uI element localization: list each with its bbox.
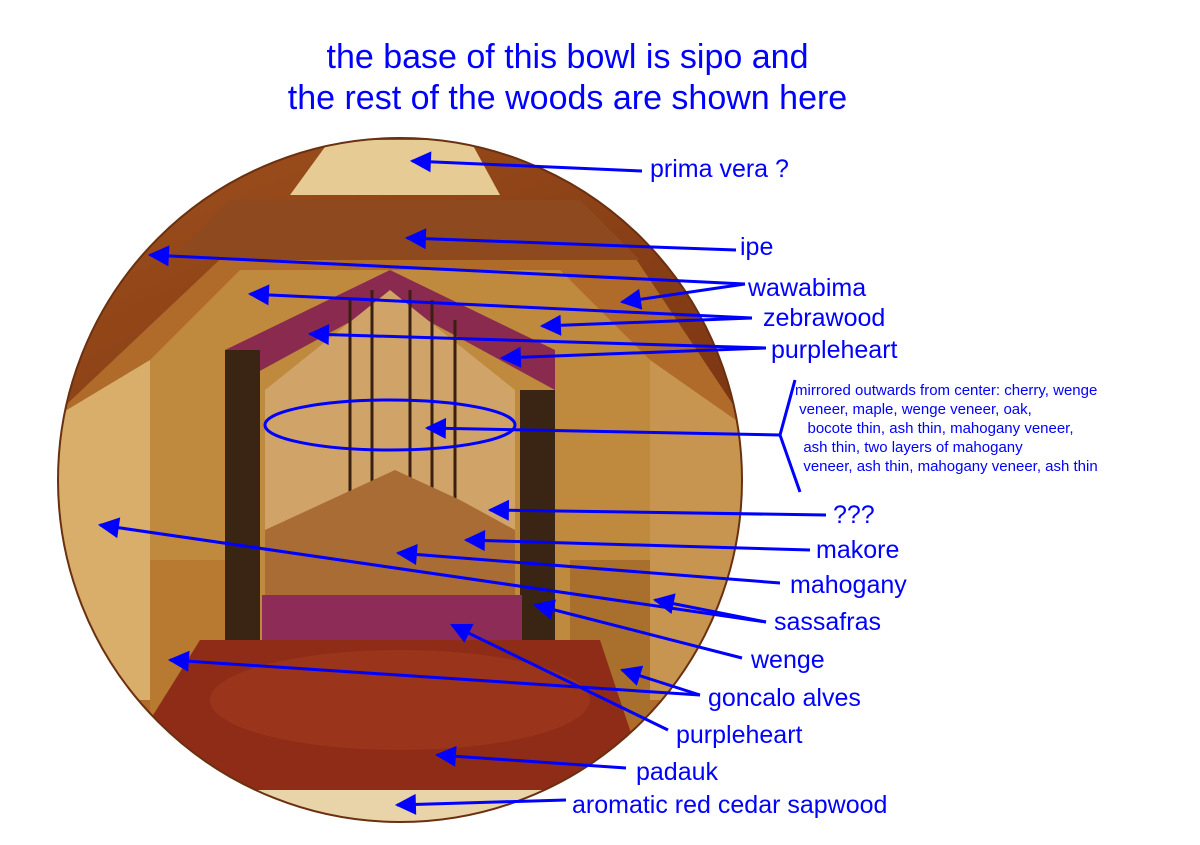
label-prima-vera: prima vera ?	[650, 155, 789, 183]
title-line-1: the base of this bowl is sipo and	[326, 38, 809, 76]
center-note-line: bocote thin, ash thin, mahogany veneer,	[795, 420, 1074, 437]
label-mahogany: mahogany	[790, 571, 907, 599]
label-unknown: ???	[833, 501, 875, 529]
annotation-arrows	[97, 151, 827, 815]
label-zebrawood: zebrawood	[763, 304, 886, 332]
label-ipe: ipe	[740, 233, 774, 261]
label-padauk: padauk	[636, 758, 719, 786]
label-makore: makore	[816, 536, 900, 564]
title-line-2: the rest of the woods are shown here	[287, 79, 848, 117]
label-sassafras: sassafras	[774, 608, 881, 636]
center-note-line: mirrored outwards from center: cherry, w…	[795, 382, 1098, 399]
bracket	[778, 379, 802, 493]
label-purpleheart-bottom: purpleheart	[676, 721, 803, 749]
label-wenge: wenge	[751, 646, 825, 674]
label-goncalo-alves: goncalo alves	[708, 684, 861, 712]
label-wawabima: wawabima	[748, 274, 867, 302]
center-note-line: veneer, maple, wenge veneer, oak,	[795, 401, 1032, 418]
center-note-line: ash thin, two layers of mahogany	[795, 439, 1023, 456]
label-cedar: aromatic red cedar sapwood	[572, 791, 888, 819]
center-note: mirrored outwards from center: cherry, w…	[795, 381, 1098, 476]
center-note-line: veneer, ash thin, mahogany veneer, ash t…	[795, 458, 1098, 475]
label-purpleheart-top: purpleheart	[771, 336, 898, 364]
center-highlight-ellipse	[263, 398, 517, 452]
